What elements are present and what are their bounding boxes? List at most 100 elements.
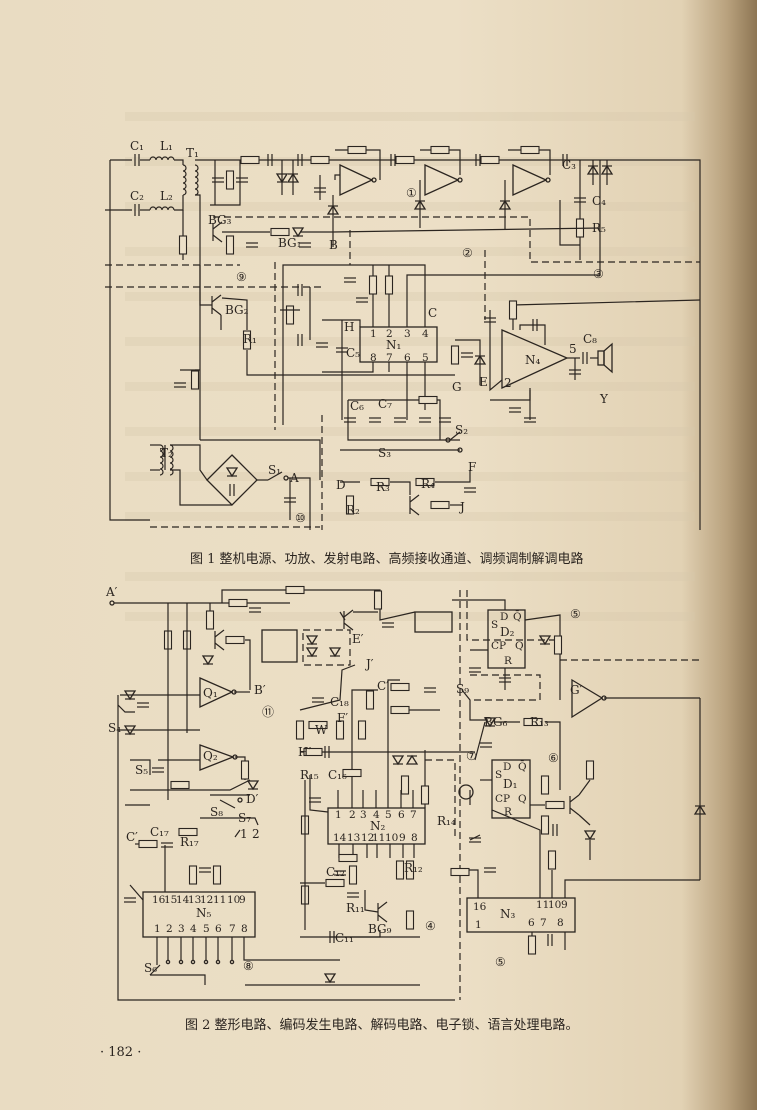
schematic-label: S₂ [455, 423, 468, 437]
terminal-A-prime [109, 600, 115, 606]
bleed-through-line [125, 572, 695, 581]
schematic-label: Y [599, 392, 609, 406]
schematic-label: F′ [337, 711, 348, 725]
dashed-box [302, 629, 351, 666]
diode-icon [538, 635, 552, 646]
schematic-label: C₆ [350, 399, 364, 413]
schematic-label: S₄ [108, 721, 121, 735]
resistor [347, 145, 367, 155]
diode-icon [405, 754, 419, 765]
wire [170, 469, 232, 506]
ic-pin-number: 8 [411, 832, 418, 844]
resistor [430, 145, 450, 155]
wire [234, 829, 241, 838]
flip-flop-pin: R [504, 655, 513, 667]
wire [170, 444, 208, 481]
schematic-label: B′ [254, 683, 266, 697]
transistor-emitter [212, 234, 223, 243]
resistor [295, 720, 305, 740]
ic-pin-number: 7 [229, 923, 236, 935]
schematic-label: 5 [569, 342, 577, 356]
resistor [390, 682, 410, 692]
schematic-label: ⑨ [236, 270, 247, 284]
schematic-label: ② [462, 246, 473, 260]
ic-pin-number: 9 [239, 894, 246, 906]
diode-icon [225, 467, 239, 478]
schematic-label: N₄ [525, 353, 541, 367]
switch-contact [445, 437, 451, 443]
bleed-through-line [125, 472, 695, 481]
resistor [178, 827, 198, 837]
wire [267, 471, 283, 481]
transistor-collector [212, 221, 223, 230]
schematic-label: S₈ [210, 805, 223, 819]
resistor [225, 635, 245, 645]
switch-contact [457, 447, 463, 453]
resistor [527, 935, 537, 955]
resistor [553, 635, 563, 655]
dashed-boundary [466, 590, 560, 641]
contact-point [190, 959, 196, 965]
transistor-emitter [569, 807, 580, 816]
schematic-label: R₁₇ [180, 835, 199, 849]
resistor [450, 867, 470, 877]
transistor-collector [211, 294, 222, 303]
resistor [480, 155, 500, 165]
wire [461, 689, 488, 721]
ic-pin-number: 2 [166, 923, 173, 935]
ic-pin-number: 3 [404, 328, 411, 340]
schematic-label: ⑥ [548, 751, 559, 765]
wire [130, 759, 151, 775]
ic-pin-number: 3 [360, 809, 367, 821]
amplifier-2 [424, 163, 460, 197]
bleed-through-line [125, 512, 695, 521]
schematic-label: R₁₄ [437, 814, 456, 828]
schematic-label: C₁₁ [335, 931, 354, 945]
resistor [395, 155, 415, 165]
resistor [430, 500, 450, 510]
wire [578, 779, 591, 796]
ic-pin-number: 6 [404, 352, 411, 364]
flip-flop-pin: D [500, 611, 508, 623]
resistor [368, 275, 378, 295]
schematic-label: E′ [352, 632, 364, 646]
flip-flop-pin: D [503, 761, 511, 773]
ic-pin-number: 16 [152, 894, 166, 906]
bleed-through-line [125, 112, 695, 121]
schematic-label: C [428, 306, 437, 320]
speaker-icon [597, 350, 605, 366]
resistor [308, 720, 328, 730]
schematic-label: J′ [364, 657, 374, 671]
wire [195, 194, 201, 440]
schematic-label: W [315, 723, 328, 737]
resistor [400, 775, 410, 795]
transistor-collector [214, 629, 225, 638]
schematic-label: C₄ [592, 194, 606, 208]
resistor [523, 717, 543, 727]
switch-contact [237, 797, 243, 803]
inverter-bubble [545, 177, 551, 183]
schematic-label: C′ [377, 679, 389, 693]
ic-pin-number: 9 [561, 899, 568, 911]
wire [474, 721, 486, 761]
diode-icon [305, 635, 319, 646]
schematic-label: S₇ [238, 811, 251, 825]
bleed-through-line [125, 202, 695, 211]
wire [322, 362, 374, 373]
wire [489, 310, 503, 392]
flip-flop-pin: Q̄ [513, 610, 522, 623]
schematic-label: R₁₂ [404, 861, 423, 875]
schematic-label: BG₉ [368, 922, 392, 936]
resistor [285, 305, 295, 325]
ic-pin-number: 6 [398, 809, 405, 821]
schematic-label: ⑧ [243, 959, 254, 973]
flip-flop-pin: R [504, 806, 513, 818]
wire [221, 297, 248, 330]
inductor-L2 [149, 206, 175, 211]
schematic-label: R₂ [346, 503, 360, 517]
flip-flop-pin: Q [515, 640, 524, 652]
flip-flop-pin: S [495, 769, 502, 781]
resistor [335, 720, 345, 740]
